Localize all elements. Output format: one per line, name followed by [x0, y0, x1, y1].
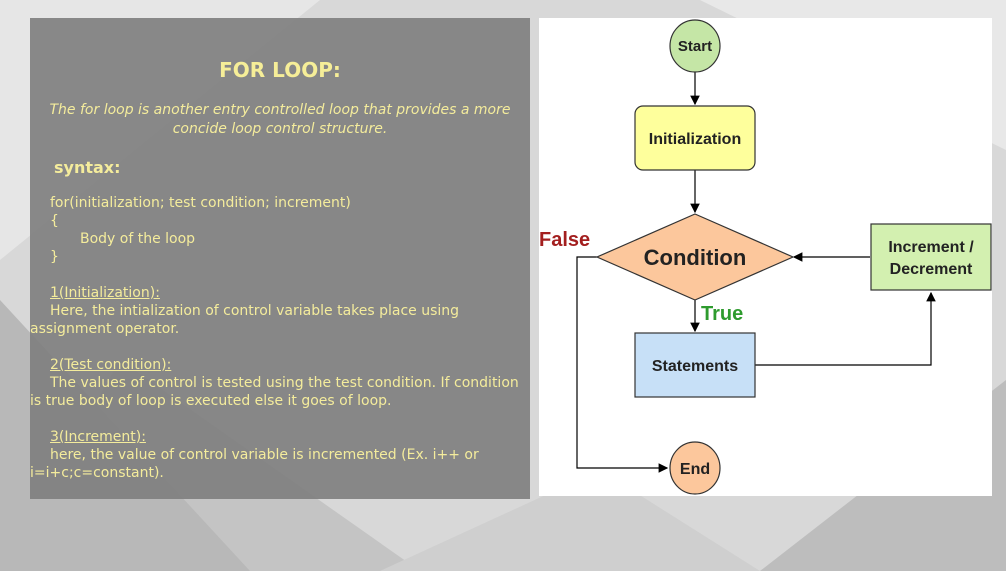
increment-node	[870, 223, 992, 291]
section-test-condition: 2(Test condition): The values of control…	[30, 356, 530, 410]
section-heading: 3(Increment):	[50, 429, 146, 445]
arrow-condition-end	[576, 256, 669, 473]
section-increment: 3(Increment): here, the value of control…	[30, 428, 530, 482]
section-initialization: 1(Initialization): Here, the intializati…	[30, 284, 530, 338]
increment-label-1: Increment /	[888, 239, 974, 256]
false-label: False	[539, 229, 590, 251]
section-body: The values of control is tested using th…	[30, 375, 519, 409]
statements-node	[634, 332, 756, 398]
increment-label-2: Decrement	[890, 261, 973, 278]
section-body: here, the value of control variable is i…	[30, 447, 479, 481]
code-line: Body of the loop	[80, 231, 196, 247]
end-label: End	[680, 461, 710, 478]
init-node	[634, 105, 756, 171]
init-label: Initialization	[649, 131, 741, 148]
flowchart-panel: Start Initialization Condition False Tru…	[539, 18, 992, 496]
statements-label: Statements	[652, 358, 738, 375]
code-line: }	[50, 249, 59, 265]
condition-node	[595, 213, 795, 301]
section-heading: 1(Initialization):	[50, 285, 160, 301]
true-label: True	[701, 303, 743, 325]
end-node	[669, 441, 721, 495]
arrow-statements-increment	[755, 291, 936, 366]
flowchart: Start Initialization Condition False Tru…	[539, 19, 992, 495]
code-line: {	[50, 213, 59, 229]
code-line: for(initialization; test condition; incr…	[50, 195, 351, 211]
section-heading: 2(Test condition):	[50, 357, 172, 373]
condition-label: Condition	[644, 245, 747, 270]
intro-text: The for loop is another entry controlled…	[49, 102, 511, 137]
slide-title: FOR LOOP:	[219, 58, 341, 82]
syntax-label: syntax:	[54, 158, 121, 177]
start-node	[669, 19, 721, 73]
section-body: Here, the intialization of control varia…	[30, 303, 460, 337]
text-panel: FOR LOOP: The for loop is another entry …	[30, 18, 530, 499]
start-label: Start	[678, 38, 712, 55]
